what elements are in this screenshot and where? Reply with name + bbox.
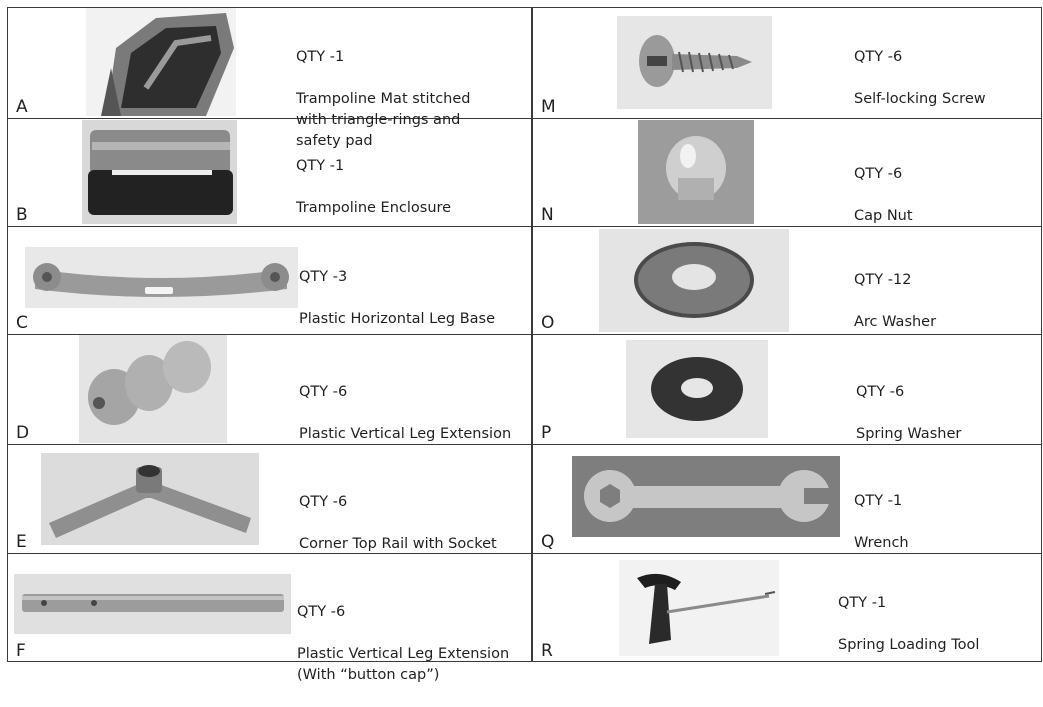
part-cell-o: QTY -12 Arc Washer O: [533, 227, 1041, 335]
leg-base-icon: [25, 247, 298, 308]
column-divider: [531, 8, 533, 661]
part-name: Trampoline Mat stitched with triangle-ri…: [296, 91, 471, 149]
tube-icon: [14, 574, 291, 634]
part-letter: C: [16, 313, 28, 333]
cap-nut-icon: [638, 120, 754, 224]
wrench-icon: [572, 456, 840, 537]
part-qty: QTY -1: [296, 49, 345, 65]
spring-washer-icon: [626, 340, 768, 438]
part-letter: E: [16, 532, 27, 552]
part-letter: Q: [541, 532, 555, 552]
part-qty: QTY -1: [296, 158, 345, 174]
leg-extension-icon: [79, 335, 227, 443]
part-cell-b: QTY -1 Trampoline Enclosure B: [8, 119, 531, 227]
part-name: Plastic Vertical Leg Extension (With “bu…: [297, 646, 510, 683]
part-letter: R: [541, 641, 553, 661]
part-cell-d: QTY -6 Plastic Vertical Leg Extension D: [8, 335, 531, 445]
part-qty: QTY -6: [299, 384, 348, 400]
part-qty: QTY -1: [838, 595, 887, 611]
part-cell-n: QTY -6 Cap Nut N: [533, 119, 1041, 227]
part-letter: N: [541, 205, 554, 225]
enclosure-net-icon: [82, 120, 237, 224]
part-qty: QTY -12: [854, 272, 912, 288]
parts-table: QTY -1 Trampoline Mat stitched with tria…: [7, 7, 1042, 683]
part-cell-a: QTY -1 Trampoline Mat stitched with tria…: [8, 8, 531, 149]
part-letter: F: [16, 641, 26, 661]
part-cell-q: QTY -1 Wrench Q: [533, 445, 1041, 554]
part-cell-f: QTY -6 Plastic Vertical Leg Extension (W…: [8, 554, 531, 683]
screw-icon: [617, 16, 772, 109]
part-qty: QTY -3: [299, 269, 348, 285]
part-qty: QTY -6: [297, 604, 346, 620]
part-qty: QTY -6: [854, 49, 903, 65]
part-letter: O: [541, 313, 555, 333]
part-letter: M: [541, 97, 556, 117]
part-letter: A: [16, 97, 28, 117]
part-name: Cap Nut: [854, 208, 913, 224]
corner-rail-icon: [41, 453, 259, 545]
arc-washer-icon: [599, 229, 789, 332]
part-cell-m: QTY -6 Self-locking Screw M: [533, 8, 1041, 119]
part-name: Arc Washer: [854, 314, 937, 330]
part-name: Plastic Vertical Leg Extension: [299, 426, 512, 442]
part-letter: P: [541, 423, 552, 443]
part-cell-c: QTY -3 Plastic Horizontal Leg Base C: [8, 227, 531, 335]
spring-tool-icon: [619, 560, 779, 656]
part-letter: D: [16, 423, 30, 443]
part-qty: QTY -6: [299, 494, 348, 510]
part-name: Spring Washer: [856, 426, 962, 442]
part-name: Spring Loading Tool: [838, 637, 980, 653]
part-qty: QTY -1: [854, 493, 903, 509]
part-letter: B: [16, 205, 28, 225]
part-name: Corner Top Rail with Socket: [299, 536, 497, 552]
part-name: Trampoline Enclosure: [296, 200, 452, 216]
part-qty: QTY -6: [856, 384, 905, 400]
part-cell-p: QTY -6 Spring Washer P: [533, 335, 1041, 445]
part-cell-r: QTY -1 Spring Loading Tool R: [533, 554, 1041, 662]
trampoline-mat-icon: [86, 8, 236, 116]
part-name: Plastic Horizontal Leg Base: [299, 311, 496, 327]
part-qty: QTY -6: [854, 166, 903, 182]
part-cell-e: QTY -6 Corner Top Rail with Socket E: [8, 445, 531, 554]
part-name: Self-locking Screw: [854, 91, 986, 107]
part-name: Wrench: [854, 535, 909, 551]
